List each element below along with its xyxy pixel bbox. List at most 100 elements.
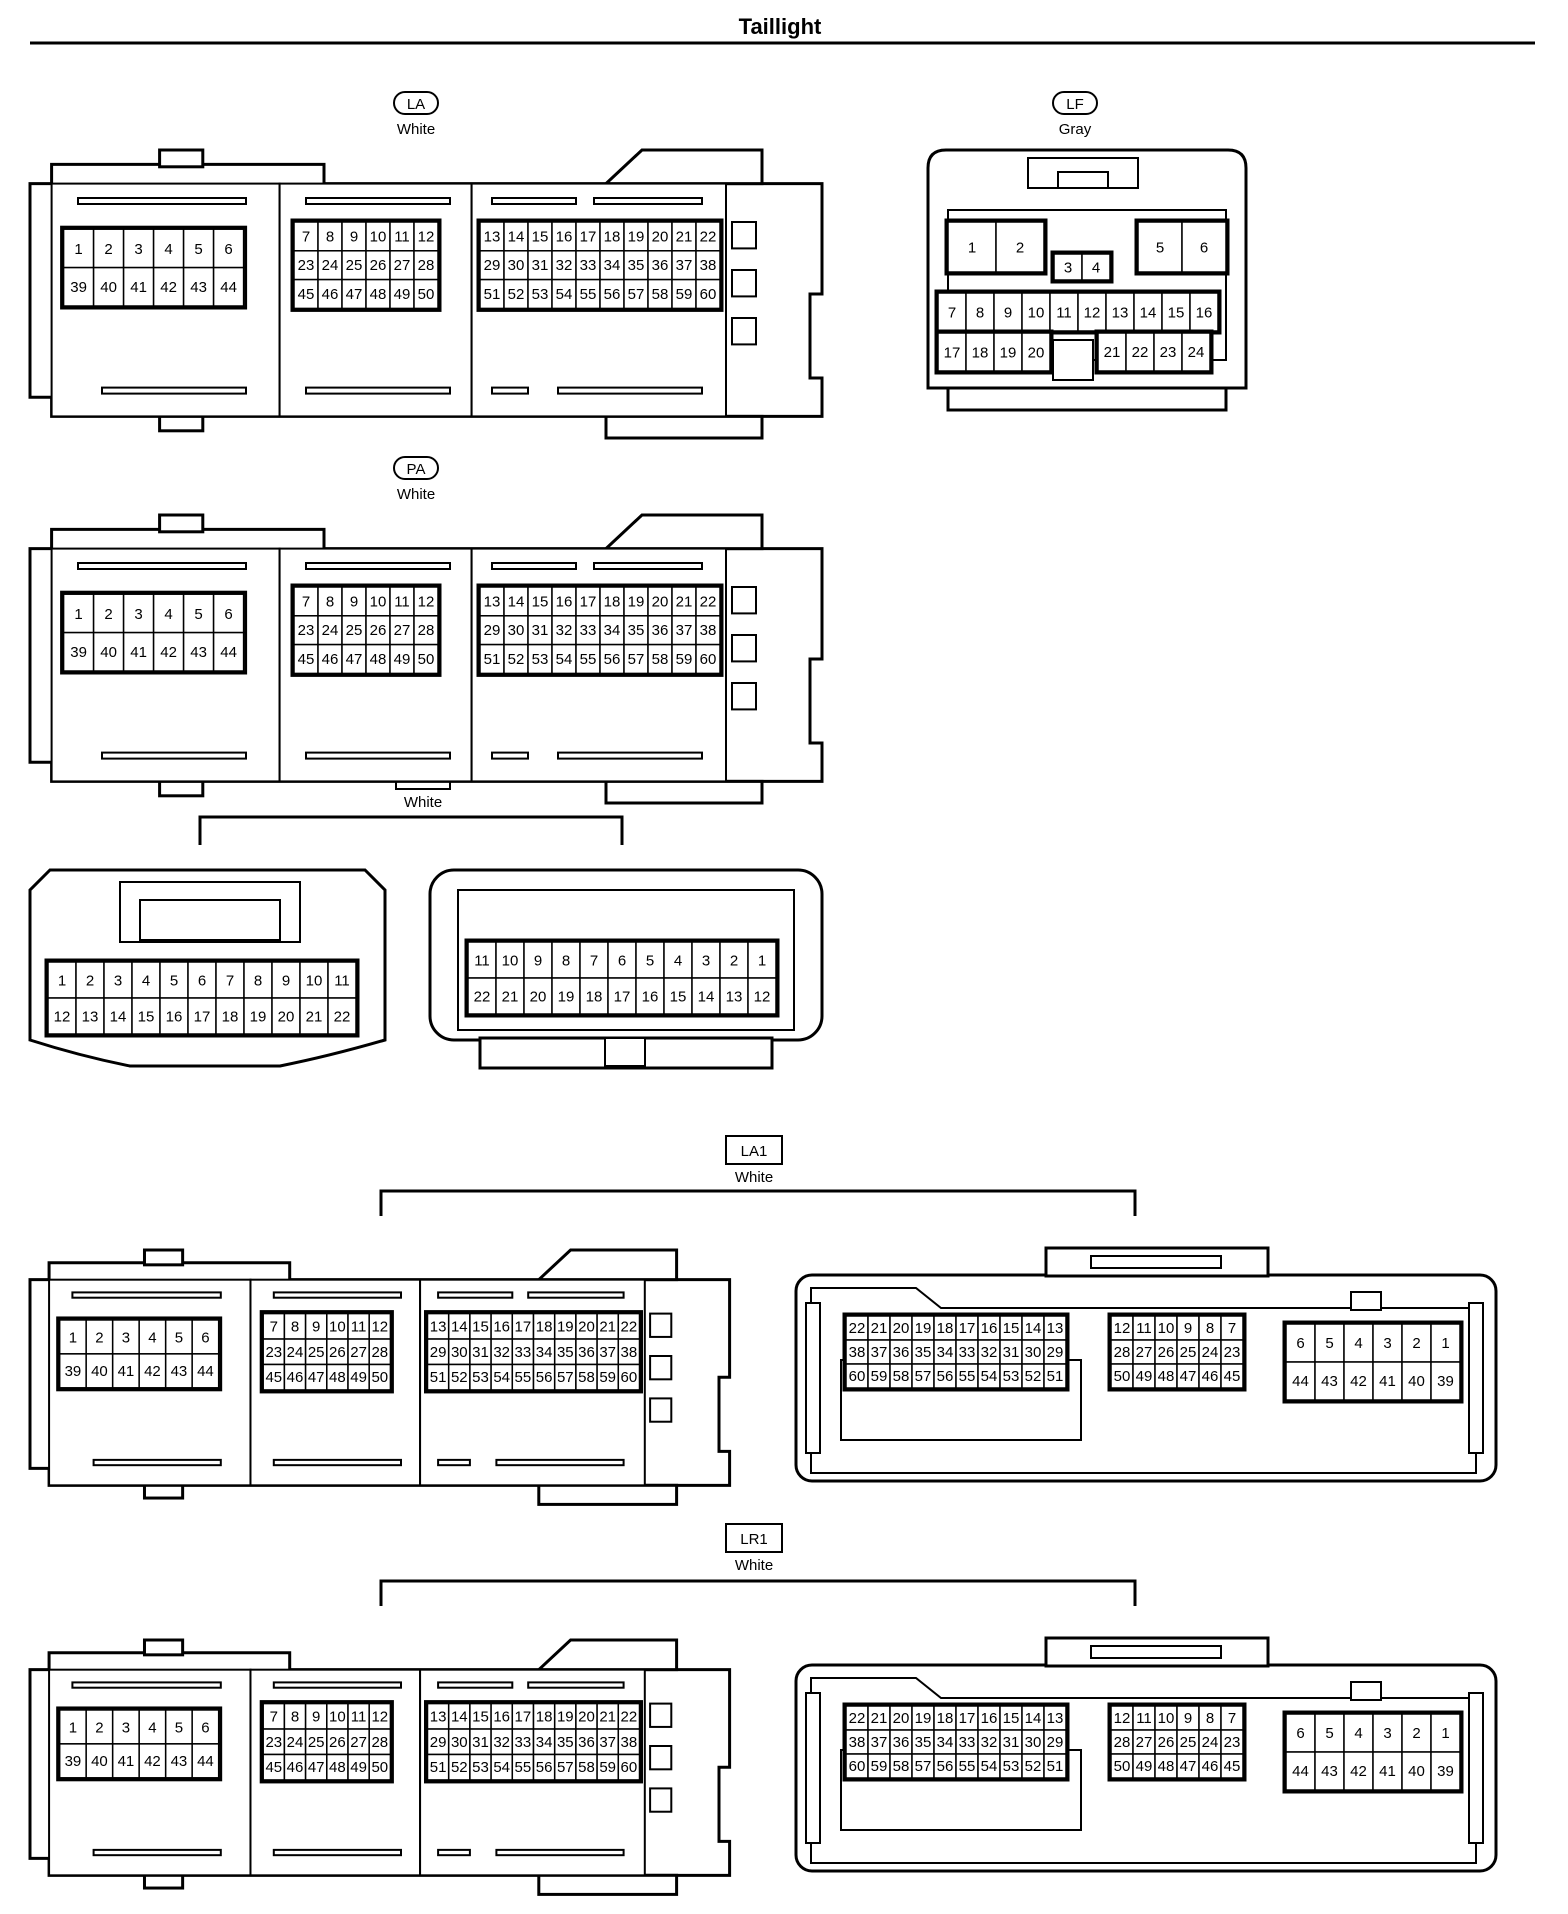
pin-cell (182, 266, 215, 307)
pin-label: 7 (590, 952, 598, 969)
pin-cell (993, 292, 1023, 332)
pin-label: 32 (981, 1344, 998, 1361)
pin-label: 5 (170, 972, 178, 989)
pin-label: 14 (110, 1008, 127, 1025)
pin-label: 12 (1114, 1320, 1131, 1337)
pin-label: 11 (1136, 1710, 1152, 1727)
pin-cell (1133, 292, 1163, 332)
pin-label: 33 (580, 622, 597, 639)
pin-label: 60 (621, 1759, 638, 1776)
pin-label: 15 (1003, 1710, 1020, 1727)
guide-rail (557, 386, 703, 395)
pin-label: 19 (1000, 344, 1017, 361)
pin-label: 43 (190, 644, 207, 661)
lock-slot (1090, 1645, 1222, 1659)
pin-label: 56 (604, 286, 621, 303)
lock-slot (139, 899, 281, 941)
pin-cell (1430, 1323, 1461, 1363)
pin-cell (122, 631, 155, 672)
pin-label: 24 (1202, 1734, 1219, 1751)
key-slot (731, 634, 757, 663)
pin-label: 9 (1184, 1320, 1192, 1337)
pin-label: 40 (100, 279, 117, 296)
pin-label: 53 (532, 286, 549, 303)
pin-label: 2 (104, 606, 112, 623)
pin-label: 13 (726, 988, 743, 1005)
pin-label: 22 (849, 1320, 866, 1337)
pin-cell (671, 278, 697, 310)
pin-label: 26 (1158, 1734, 1175, 1751)
pin-label: 22 (621, 1708, 638, 1725)
pin-label: 1 (1441, 1725, 1449, 1742)
pin-label: 4 (164, 606, 172, 623)
pin-cell (527, 643, 553, 675)
pin-label: 23 (1160, 344, 1177, 361)
pin-label: 53 (1003, 1758, 1020, 1775)
pin-cell (1430, 1361, 1461, 1401)
pin-label: 3 (134, 606, 142, 623)
pin-label: 3 (114, 972, 122, 989)
pin-label: 52 (508, 286, 525, 303)
la1-code: LA1 (741, 1143, 768, 1160)
pin-cell (191, 1743, 220, 1779)
pin-label: 46 (287, 1369, 304, 1386)
pin-label: 17 (580, 228, 597, 245)
pin-cell (159, 997, 189, 1035)
pin-label: 14 (1140, 304, 1157, 321)
pin-label: 41 (130, 279, 147, 296)
pin-label: 1 (58, 972, 66, 989)
pin-label: 14 (1025, 1710, 1042, 1727)
pin-cell (85, 1743, 114, 1779)
pin-label: 5 (1156, 239, 1164, 256)
pin-label: 38 (700, 622, 717, 639)
pin-label: 57 (557, 1759, 574, 1776)
pin-cell (479, 643, 505, 675)
pin-label: 24 (322, 622, 339, 639)
guide-rail (305, 386, 451, 395)
pin-label: 46 (1202, 1758, 1219, 1775)
pin-label: 45 (1224, 1758, 1241, 1775)
pin-label: 60 (849, 1368, 866, 1385)
pin-cell (103, 997, 133, 1035)
pin-label: 22 (849, 1710, 866, 1727)
bottom-hood (604, 414, 764, 440)
lock-hood (534, 1248, 679, 1282)
pin-cell (617, 1753, 641, 1781)
pin-label: 55 (959, 1368, 976, 1385)
pin-label: 52 (1025, 1758, 1042, 1775)
pin-label: 25 (346, 257, 363, 274)
pin-label: 51 (484, 286, 501, 303)
lock-hood (602, 148, 764, 186)
pin-label: 10 (329, 1708, 346, 1725)
pin-label: 57 (628, 651, 645, 668)
pin-label: 58 (578, 1759, 595, 1776)
lf-label: LF Gray (1052, 91, 1098, 138)
pin-label: 11 (351, 1318, 367, 1335)
pin-label: 20 (893, 1320, 910, 1337)
pin-label: 56 (604, 651, 621, 668)
pin-label: 4 (1092, 259, 1100, 276)
pin-label: 44 (220, 644, 237, 661)
pin-label: 34 (604, 622, 621, 639)
pin-label: 46 (287, 1759, 304, 1776)
pin-label: 43 (1321, 1763, 1338, 1780)
pin-label: 40 (91, 1753, 108, 1770)
pin-label: 31 (1003, 1734, 1020, 1751)
pin-label: 47 (1180, 1368, 1197, 1385)
pin-label: 31 (472, 1344, 489, 1361)
guide-rail (101, 386, 247, 395)
pin-label: 57 (915, 1758, 932, 1775)
pin-label: 22 (700, 228, 717, 245)
pin-cell (747, 977, 777, 1015)
pin-label: 8 (1206, 1320, 1214, 1337)
pin-label: 7 (270, 1708, 278, 1725)
pin-label: 37 (676, 622, 693, 639)
pin-label: 4 (148, 1329, 156, 1346)
pin-label: 48 (370, 286, 387, 303)
